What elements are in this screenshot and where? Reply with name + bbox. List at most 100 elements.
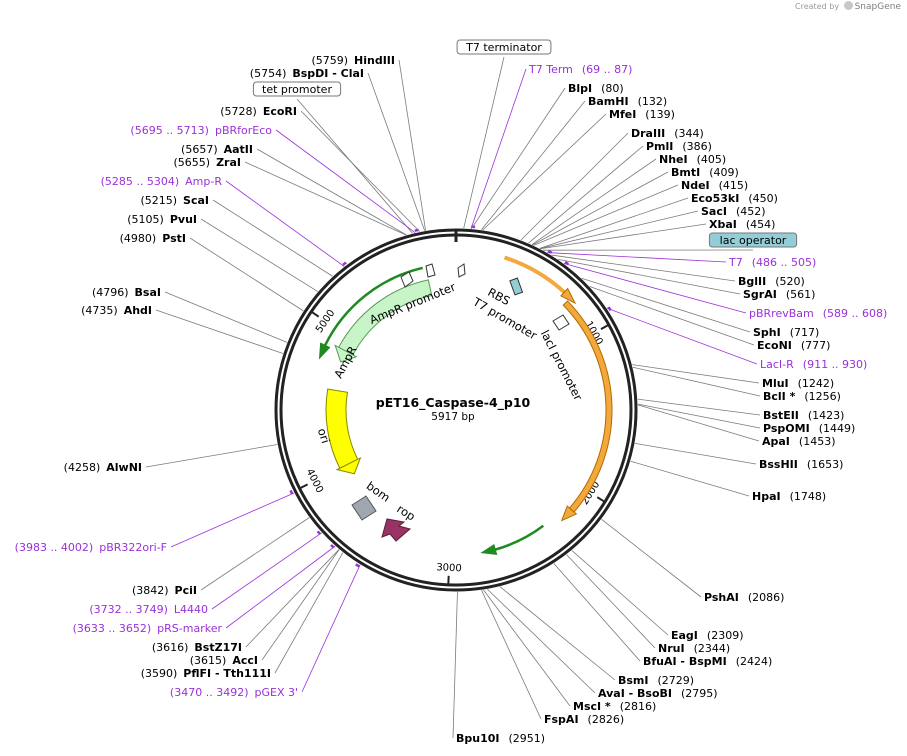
site-position: (5754) <box>250 67 287 80</box>
site-position: (3470 .. 3492) <box>170 686 249 699</box>
site-name: Eco53kI <box>691 192 739 205</box>
leader-line <box>532 171 669 246</box>
site-position: (3616) <box>152 641 189 654</box>
site-position: (5728) <box>220 105 257 118</box>
site-name: PspOMI <box>763 422 810 435</box>
site-position: (3590) <box>141 667 178 680</box>
leader-line <box>145 444 278 468</box>
site-name: BstEII <box>763 409 799 422</box>
leader-line <box>482 113 607 231</box>
site-position: (2729) <box>658 674 695 687</box>
enzyme-site-label: MfeI(139) <box>609 108 675 121</box>
enzyme-site-label: XbaI(454) <box>709 218 775 231</box>
site-name: T7 Term <box>528 63 573 76</box>
site-name: XbaI <box>709 218 737 231</box>
site-position: (132) <box>638 95 668 108</box>
site-position: (1453) <box>799 435 836 448</box>
site-name: ScaI <box>183 194 209 207</box>
site-position: (344) <box>674 127 704 140</box>
site-name: BglII <box>738 275 766 288</box>
primer-label: T7 Term(69 .. 87) <box>528 63 632 76</box>
leader-line <box>630 460 750 497</box>
primer-label: (3983 .. 4002)pBR322ori-F <box>15 541 167 554</box>
primer-mark <box>414 228 419 232</box>
leader-line <box>637 404 760 442</box>
site-name: ZraI <box>216 156 241 169</box>
leader-line <box>245 549 340 648</box>
site-name: NheI <box>659 153 688 166</box>
site-position: (5655) <box>174 156 211 169</box>
laci-arrow <box>562 300 613 513</box>
enzyme-site-label: (3616)BstZ17I <box>152 641 242 654</box>
enzyme-site-label: (5728) EcoRI <box>220 105 297 118</box>
site-name: EcoNI <box>757 339 792 352</box>
leader-line <box>471 87 566 229</box>
site-name: BsaI <box>135 286 161 299</box>
primer-label: (5285 .. 5304)Amp-R <box>101 175 223 188</box>
t7-terminator-mark <box>457 263 466 278</box>
site-position: (5657) <box>181 143 218 156</box>
leader-line <box>261 549 340 661</box>
site-name: PmlI <box>646 140 673 153</box>
feature-box-label: T7 terminator <box>465 41 542 54</box>
enzyme-site-label: EcoNI(777) <box>757 339 830 352</box>
site-name: NruI <box>658 642 685 655</box>
enzyme-site-label: EagI(2309) <box>671 629 743 642</box>
site-position: (2424) <box>736 655 773 668</box>
site-name: PflFI - Tth111I <box>183 667 271 680</box>
leader-lines <box>145 56 761 739</box>
site-name: AatII <box>224 143 253 156</box>
ampr-arrow <box>338 279 433 356</box>
site-position: (1449) <box>819 422 856 435</box>
site-name: HpaI <box>752 490 781 503</box>
enzyme-site-label: BglII(520) <box>738 275 805 288</box>
leader-line <box>499 586 616 681</box>
leader-line <box>225 180 345 267</box>
leader-line <box>225 545 336 629</box>
primer-label: (3633 .. 3652)pRS-marker <box>73 622 223 635</box>
site-position: (4258) <box>64 461 101 474</box>
ori-arrow <box>325 388 359 469</box>
primer-mark <box>342 261 347 266</box>
site-name: AccI <box>232 654 258 667</box>
leader-line <box>563 263 747 314</box>
site-name: SphI <box>753 326 781 339</box>
bom-block <box>351 495 377 521</box>
site-name: BspDI - ClaI <box>292 67 364 80</box>
enzyme-site-label: NheI(405) <box>659 153 726 166</box>
site-name: Amp-R <box>185 175 222 188</box>
site-name: EcoRI <box>263 105 297 118</box>
primer-label: (3470 .. 3492)pGEX 3' <box>170 686 298 699</box>
leader-line <box>528 145 644 244</box>
site-name: BsmI <box>618 674 649 687</box>
enzyme-site-label: (3842)PciI <box>132 584 197 597</box>
center-labels: pET16_Caspase-4_p10 5917 bp <box>376 395 531 423</box>
site-position: (2086) <box>748 591 785 604</box>
site-position: (1242) <box>798 377 835 390</box>
enzyme-site-label: (5105)PvuI <box>127 213 197 226</box>
site-position: (2816) <box>620 700 657 713</box>
enzyme-site-label: BssHII(1653) <box>759 458 843 471</box>
leader-line <box>566 554 656 649</box>
site-name: L4440 <box>174 603 208 616</box>
laci-promoter-arrow <box>552 314 570 331</box>
enzyme-site-label: Eco53kI(450) <box>691 192 778 205</box>
leader-line <box>463 56 505 229</box>
site-name: BlpI <box>568 82 592 95</box>
leader-line <box>367 72 426 231</box>
plasmid-name: pET16_Caspase-4_p10 <box>376 395 531 411</box>
site-name: BfuAI - BspMI <box>643 655 727 668</box>
primer-mark <box>316 530 322 536</box>
leader-line <box>452 591 458 739</box>
green-arc-left-head <box>318 342 331 360</box>
site-name: pBRforEco <box>215 124 272 137</box>
enzyme-site-label: (5759)HindIII <box>311 54 395 67</box>
site-position: (911 .. 930) <box>803 358 868 371</box>
enzyme-site-label: BamHI(132) <box>588 95 667 108</box>
ori-label: ori <box>315 426 333 445</box>
leader-line <box>481 100 586 231</box>
site-name: EagI <box>671 629 698 642</box>
feature-label-box: T7 terminator <box>456 39 552 55</box>
site-name: ApaI <box>762 435 790 448</box>
